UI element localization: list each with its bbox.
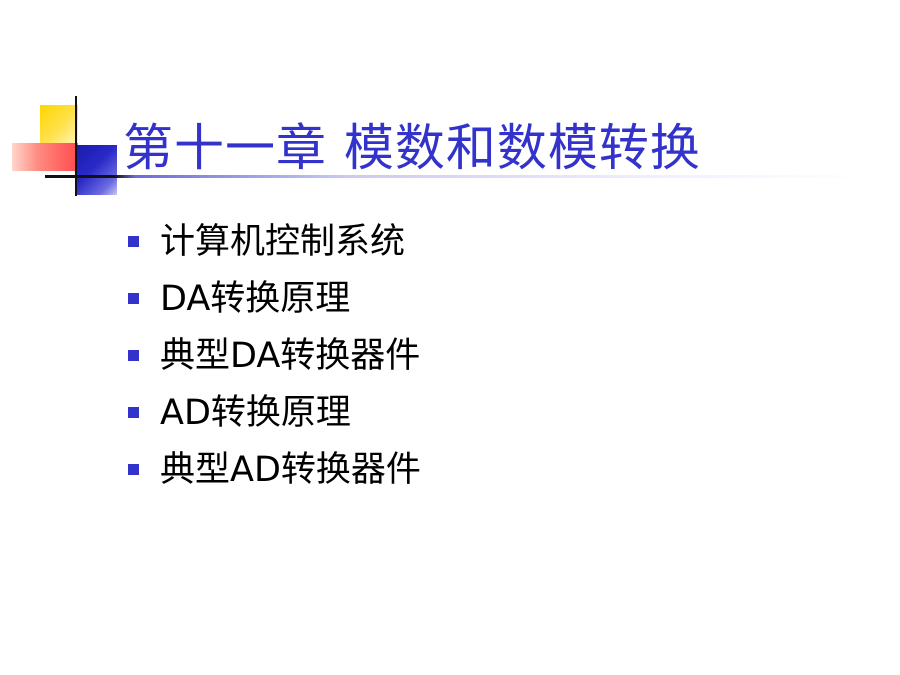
bullet-text: 计算机控制系统 bbox=[160, 222, 406, 262]
bullet-text: 典型DA转换器件 bbox=[160, 336, 421, 376]
square-bullet-icon bbox=[128, 350, 139, 361]
bullet-text: 典型AD转换器件 bbox=[160, 450, 421, 490]
square-bullet-icon bbox=[128, 236, 139, 247]
list-item: DA转换原理 bbox=[128, 267, 421, 324]
bullet-text: AD转换原理 bbox=[160, 393, 351, 433]
list-item: AD转换原理 bbox=[128, 381, 421, 438]
square-bullet-icon bbox=[128, 407, 139, 418]
list-item: 计算机控制系统 bbox=[128, 210, 421, 267]
bullet-list: 计算机控制系统 DA转换原理 典型DA转换器件 AD转换原理 典型AD转换器件 bbox=[128, 210, 421, 495]
decor-yellow-square bbox=[40, 105, 78, 144]
list-item: 典型DA转换器件 bbox=[128, 324, 421, 381]
slide-title: 第十一章 模数和数模转换 bbox=[123, 119, 701, 177]
decor-red-bar bbox=[12, 143, 78, 171]
bullet-text: DA转换原理 bbox=[160, 279, 351, 319]
square-bullet-icon bbox=[128, 464, 139, 475]
decor-vertical-line bbox=[75, 96, 77, 196]
list-item: 典型AD转换器件 bbox=[128, 438, 421, 495]
square-bullet-icon bbox=[128, 293, 139, 304]
decor-blue-square bbox=[75, 145, 117, 195]
